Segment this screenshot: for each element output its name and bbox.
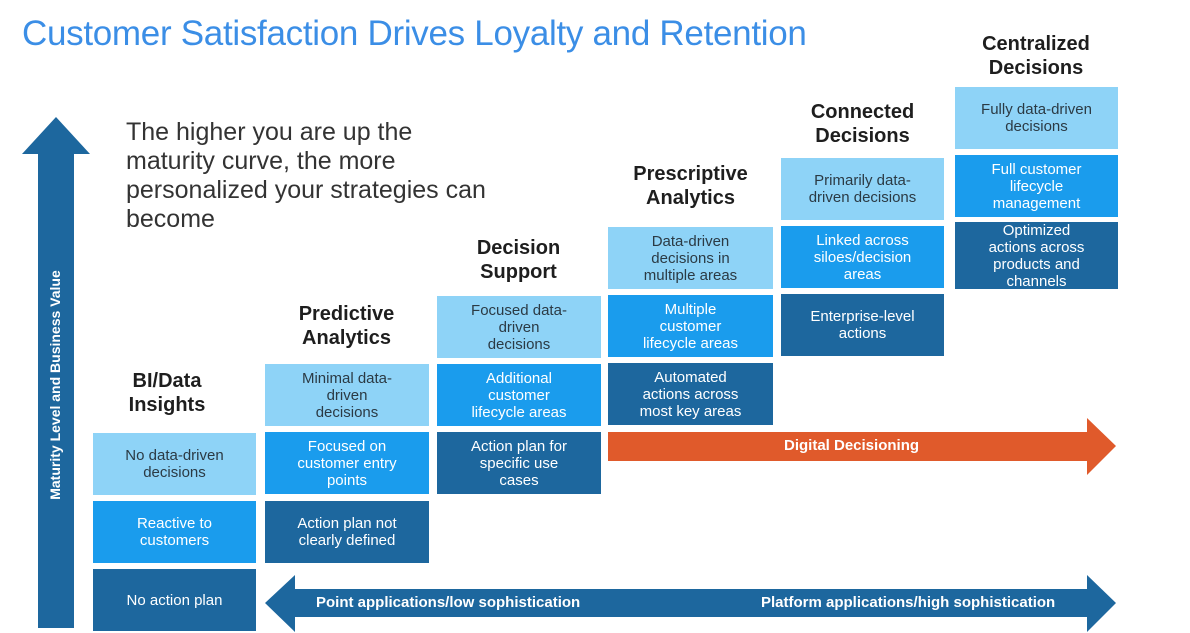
stage-box: Action plan not clearly defined bbox=[265, 501, 429, 563]
stage-box: Data-driven decisions in multiple areas bbox=[608, 227, 773, 289]
intro-text: The higher you are up the maturity curve… bbox=[126, 118, 486, 233]
maturity-arrow bbox=[22, 117, 90, 628]
page-title: Customer Satisfaction Drives Loyalty and… bbox=[22, 14, 807, 53]
stage-heading-centralized-decisions: Centralized Decisions bbox=[982, 33, 1090, 79]
y-axis-label: Maturity Level and Business Value bbox=[47, 270, 63, 500]
stage-box: Action plan for specific use cases bbox=[437, 432, 601, 494]
stage-box: Full customer lifecycle management bbox=[955, 155, 1118, 217]
stage-heading-prescriptive-analytics: Prescriptive Analytics bbox=[633, 163, 748, 209]
stage-box: Optimized actions across products and ch… bbox=[955, 222, 1118, 290]
high-sophistication-label: Platform applications/high sophisticatio… bbox=[761, 594, 1056, 611]
low-sophistication-label: Point applications/low sophistication bbox=[316, 594, 581, 611]
stage-box: Primarily data- driven decisions bbox=[781, 158, 944, 220]
stage-box: No data-driven decisions bbox=[93, 433, 256, 495]
stage-box: Minimal data- driven decisions bbox=[265, 364, 429, 426]
stage-box: Multiple customer lifecycle areas bbox=[608, 295, 773, 357]
stage-box: Automated actions across most key areas bbox=[608, 363, 773, 425]
stage-box: No action plan bbox=[93, 569, 256, 631]
stage-heading-predictive-analytics: Predictive Analytics bbox=[298, 303, 395, 349]
stage-box: Fully data-driven decisions bbox=[955, 87, 1118, 149]
stage-box: Reactive to customers bbox=[93, 501, 256, 563]
stage-box: Focused data- driven decisions bbox=[437, 296, 601, 358]
stage-box: Focused on customer entry points bbox=[265, 432, 429, 494]
stage-heading-decision-support: Decision Support bbox=[476, 237, 561, 283]
stage-heading-connected-decisions: Connected Decisions bbox=[810, 101, 915, 147]
digital-decisioning-label: Digital Decisioning bbox=[784, 437, 920, 454]
stage-box: Additional customer lifecycle areas bbox=[437, 364, 601, 426]
digital-decisioning-arrow bbox=[608, 418, 1116, 475]
sophistication-arrow bbox=[265, 575, 1116, 632]
stage-heading-bi-data-insights: BI/Data Insights bbox=[128, 370, 206, 416]
stage-box: Enterprise-level actions bbox=[781, 294, 944, 356]
stage-box: Linked across siloes/decision areas bbox=[781, 226, 944, 288]
